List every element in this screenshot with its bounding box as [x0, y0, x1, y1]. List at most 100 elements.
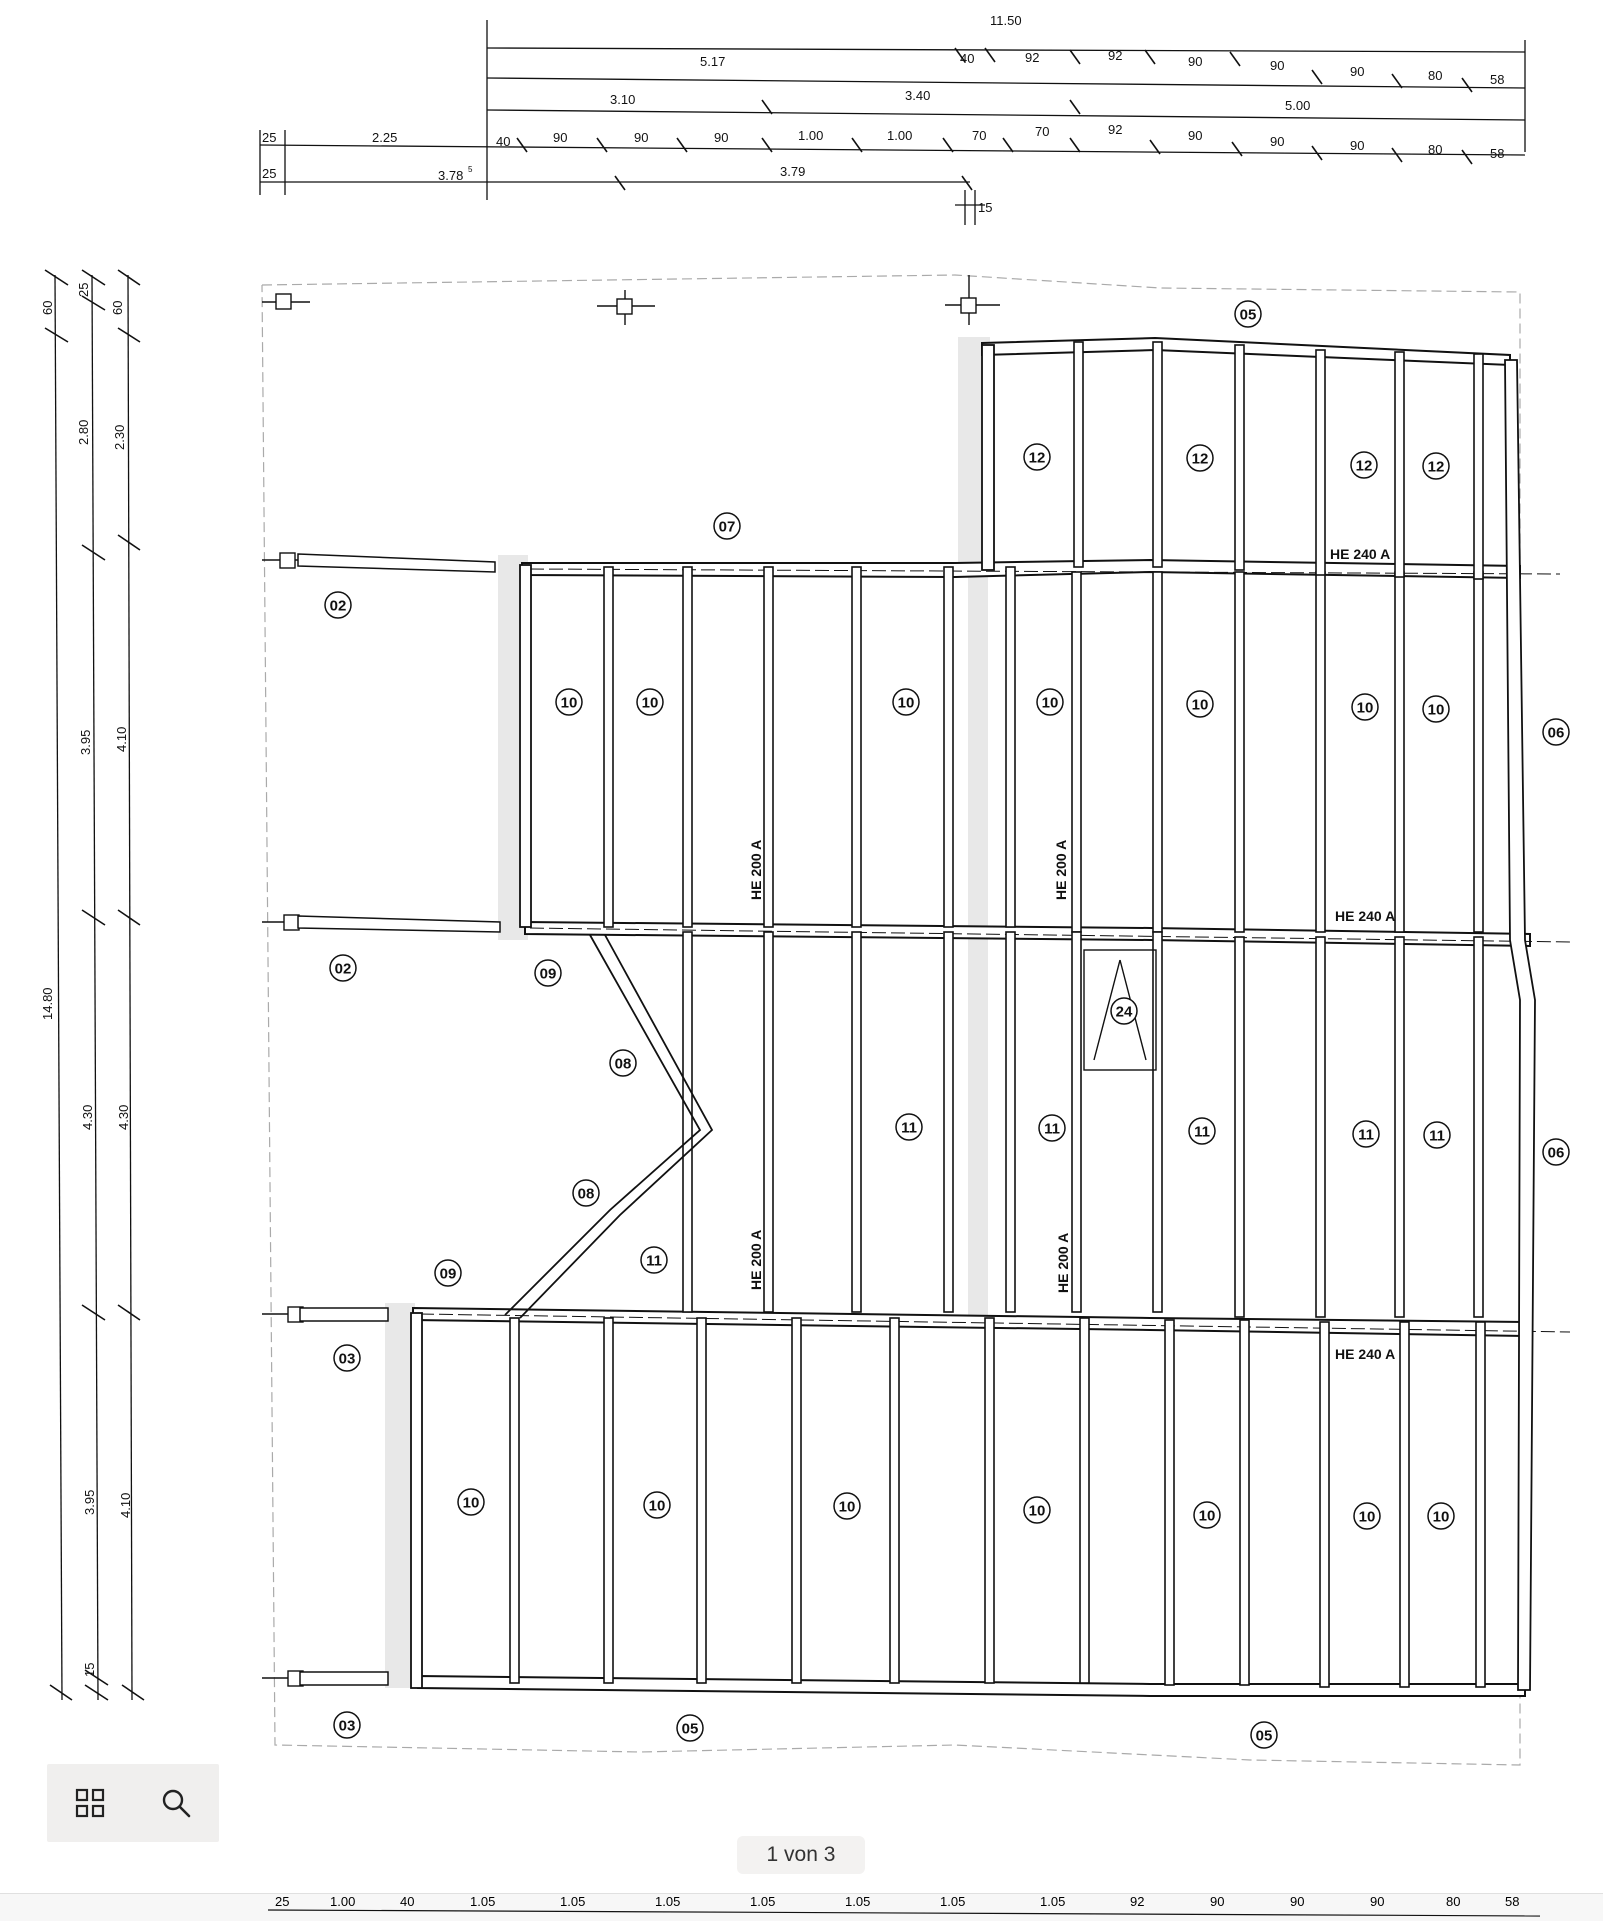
svg-text:4.10: 4.10 [118, 1493, 133, 1518]
position-tag: 09 [540, 966, 557, 983]
svg-text:90: 90 [553, 130, 567, 145]
svg-text:4.30: 4.30 [116, 1105, 131, 1130]
position-tag: 11 [1194, 1124, 1210, 1141]
secondary-joists [509, 341, 1486, 1688]
svg-text:90: 90 [1188, 128, 1202, 143]
bottom-dimension-label: 1.00 [330, 1894, 355, 1909]
svg-text:HE 240 A: HE 240 A [1330, 546, 1390, 562]
svg-text:92: 92 [1108, 48, 1122, 63]
svg-text:60: 60 [110, 301, 125, 315]
svg-text:58: 58 [1490, 72, 1504, 87]
svg-text:90: 90 [1188, 54, 1202, 69]
tag-circle [636, 688, 664, 716]
tag-circle [572, 1179, 600, 1207]
svg-text:4.30: 4.30 [80, 1105, 95, 1130]
wall-shading [385, 337, 990, 1688]
position-tag: 12 [1192, 451, 1209, 468]
position-tag: 11 [646, 1253, 662, 1270]
tag-circle [1427, 1502, 1455, 1530]
top-dimensions [259, 20, 1526, 225]
bottom-dimension-label: 90 [1210, 1894, 1224, 1909]
svg-text:90: 90 [1350, 138, 1364, 153]
diagonal-beam [504, 934, 714, 1319]
position-tag: 12 [1428, 459, 1445, 476]
tag-circle [892, 688, 920, 716]
tag-circle [1353, 1502, 1381, 1530]
support-markers [262, 275, 1000, 1687]
position-tag: 10 [1428, 702, 1445, 719]
position-tag: 06 [1548, 725, 1565, 742]
position-tag: 10 [898, 695, 915, 712]
tag-circle [1110, 997, 1138, 1025]
svg-text:1.00: 1.00 [887, 128, 912, 143]
svg-text:11.50: 11.50 [990, 13, 1022, 28]
svg-text:3.78: 3.78 [438, 168, 463, 183]
svg-text:5: 5 [468, 165, 473, 174]
tag-circle [1234, 300, 1262, 328]
tag-circle [1422, 695, 1450, 723]
bottom-dimension-label: 92 [1130, 1894, 1144, 1909]
search-button[interactable] [133, 1764, 219, 1842]
tag-circle [643, 1491, 671, 1519]
position-tag: 10 [561, 695, 578, 712]
svg-text:90: 90 [1350, 64, 1364, 79]
position-tag: 02 [330, 598, 347, 615]
bottom-dimension-label: 1.05 [655, 1894, 680, 1909]
position-tag: 03 [339, 1718, 356, 1735]
position-tag: 02 [335, 961, 352, 978]
grid-icon [75, 1788, 105, 1818]
tag-circle [1352, 1120, 1380, 1148]
svg-text:90: 90 [1270, 134, 1284, 149]
tag-circle [713, 512, 741, 540]
svg-text:90: 90 [714, 130, 728, 145]
svg-text:40: 40 [960, 51, 974, 66]
tag-circle [1422, 452, 1450, 480]
top-dimension-ticks [516, 47, 1473, 191]
tag-circle [555, 688, 583, 716]
position-tag: 05 [682, 1721, 699, 1738]
svg-text:58: 58 [1490, 146, 1504, 161]
bottom-dimension-label: 80 [1446, 1894, 1460, 1909]
position-tag: 10 [1029, 1503, 1046, 1520]
tag-circle [1038, 1114, 1066, 1142]
bottom-dimension-label: 90 [1290, 1894, 1304, 1909]
left-dimension-text: 14.80 60 2.80 3.95 4.30 3.95 15 25 60 2.… [40, 283, 133, 1677]
position-tag: 09 [440, 1266, 457, 1283]
tag-circle [434, 1259, 462, 1287]
position-tag: 10 [1433, 1509, 1450, 1526]
bottom-dimension-label: 40 [400, 1894, 414, 1909]
top-dimension-text: 11.50 5.17 40 92 92 90 90 90 80 58 3.10 … [262, 13, 1504, 215]
tag-circle [333, 1711, 361, 1739]
tag-circle [1423, 1121, 1451, 1149]
svg-text:HE 200 A: HE 200 A [748, 840, 764, 900]
tag-circle [457, 1488, 485, 1516]
svg-text:25: 25 [76, 283, 91, 297]
tag-circle [1250, 1721, 1278, 1749]
svg-text:HE 240 A: HE 240 A [1335, 908, 1395, 924]
position-tag: 10 [1042, 695, 1059, 712]
svg-text:70: 70 [1035, 124, 1049, 139]
position-tag: 24 [1116, 1004, 1133, 1021]
position-tag: 12 [1356, 458, 1373, 475]
bottom-dimension-label: 1.05 [845, 1894, 870, 1909]
tag-circle [534, 959, 562, 987]
svg-text:92: 92 [1108, 122, 1122, 137]
position-tag: 10 [649, 1498, 666, 1515]
position-tag: 10 [1357, 700, 1374, 717]
position-tag: 11 [1429, 1128, 1445, 1145]
svg-text:14.80: 14.80 [40, 987, 55, 1020]
tag-circle [333, 1344, 361, 1372]
tag-circle [329, 954, 357, 982]
tag-circle [1542, 1138, 1570, 1166]
svg-text:2.30: 2.30 [112, 425, 127, 450]
tag-circle [1542, 718, 1570, 746]
svg-text:2.25: 2.25 [372, 130, 397, 145]
position-tag: 12 [1029, 450, 1046, 467]
bottom-dimension-label: 25 [275, 1894, 289, 1909]
position-tag: 10 [463, 1495, 480, 1512]
bottom-dimension-label: 1.05 [1040, 1894, 1065, 1909]
svg-text:1.00: 1.00 [798, 128, 823, 143]
thumbnail-grid-button[interactable] [47, 1764, 133, 1842]
